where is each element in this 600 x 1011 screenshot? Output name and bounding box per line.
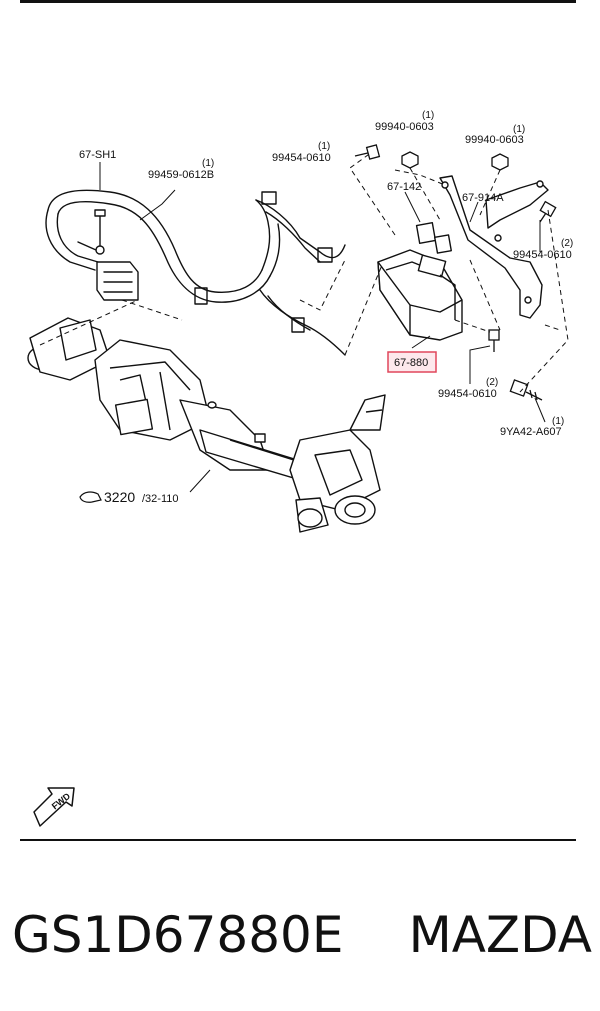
qty-bolt-far: (1) [552,416,564,427]
steering-rack-drawing [27,317,386,533]
label-nut-top-a: 99940-0603 [375,121,434,133]
label-bolt-center: 99454-0610 [272,152,331,164]
label-connector: 67-142 [387,181,421,193]
qty-bolt-left: (1) [202,158,214,169]
qty-nut-top-b: (1) [513,124,525,135]
module-highlight-box [387,351,437,373]
label-bolt-far: 9YA42-A607 [500,426,562,438]
fwd-arrow-icon: FWD [33,787,75,827]
qty-bolt-center: (1) [318,141,330,152]
footer-caption: GS1D67880E MAZDA [12,895,592,975]
steering-ref-icon [79,491,102,503]
exploded-parts-diagram: 67-SH1 (1) 99459-0612B (1) 99454-0610 (1… [27,110,573,827]
label-bolt-lower: 99454-0610 [438,388,497,400]
label-bolt-right: 99454-0610 [513,249,572,261]
label-nut-top-b: 99940-0603 [465,134,524,146]
label-steering-ref-sub: /32-110 [142,493,179,505]
fasteners-drawing [354,144,557,401]
bottom-rule [20,839,576,841]
control-module-drawing [377,222,463,341]
qty-nut-top-a: (1) [422,110,434,121]
harness-drawing [45,189,346,356]
label-bracket: 67-914A [462,192,504,204]
part-labels: 67-SH1 (1) 99459-0612B (1) 99454-0610 (1… [79,110,573,505]
qty-bolt-lower: (2) [486,377,498,388]
label-bolt-left: 99459-0612B [148,169,214,181]
part-number: GS1D67880E [12,906,344,964]
qty-bolt-right: (2) [561,238,573,249]
label-steering-ref: 3220 [104,489,135,505]
label-harness: 67-SH1 [79,149,116,161]
brand-name: MAZDA [408,906,592,964]
dashed-leaders [39,151,569,393]
bracket-drawing [439,175,549,319]
top-rule [20,0,576,3]
label-module: 67-880 [394,357,428,369]
solid-leaders [99,162,546,493]
